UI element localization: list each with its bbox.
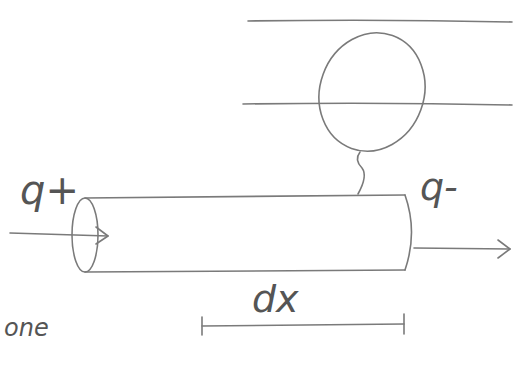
arrow-head: [498, 240, 510, 258]
background-line: [243, 103, 512, 105]
flow-label: q-: [420, 168, 458, 206]
cylinder-edge: [85, 195, 405, 198]
oval-loop: [303, 18, 442, 166]
dimension-line: [202, 324, 404, 326]
dimension-label: dx: [252, 280, 299, 318]
stem-line: [357, 152, 364, 194]
dimension-tick: [403, 314, 405, 334]
arrow-head: [96, 227, 108, 244]
cylinder-edge: [85, 270, 405, 272]
flow-label: q+: [20, 170, 79, 210]
flow-arrow: [414, 248, 510, 249]
note-text: one: [4, 316, 49, 340]
background-line: [248, 20, 512, 22]
dimension-tick: [201, 317, 203, 335]
cylinder-end: [405, 195, 412, 270]
flow-arrow: [10, 233, 108, 236]
